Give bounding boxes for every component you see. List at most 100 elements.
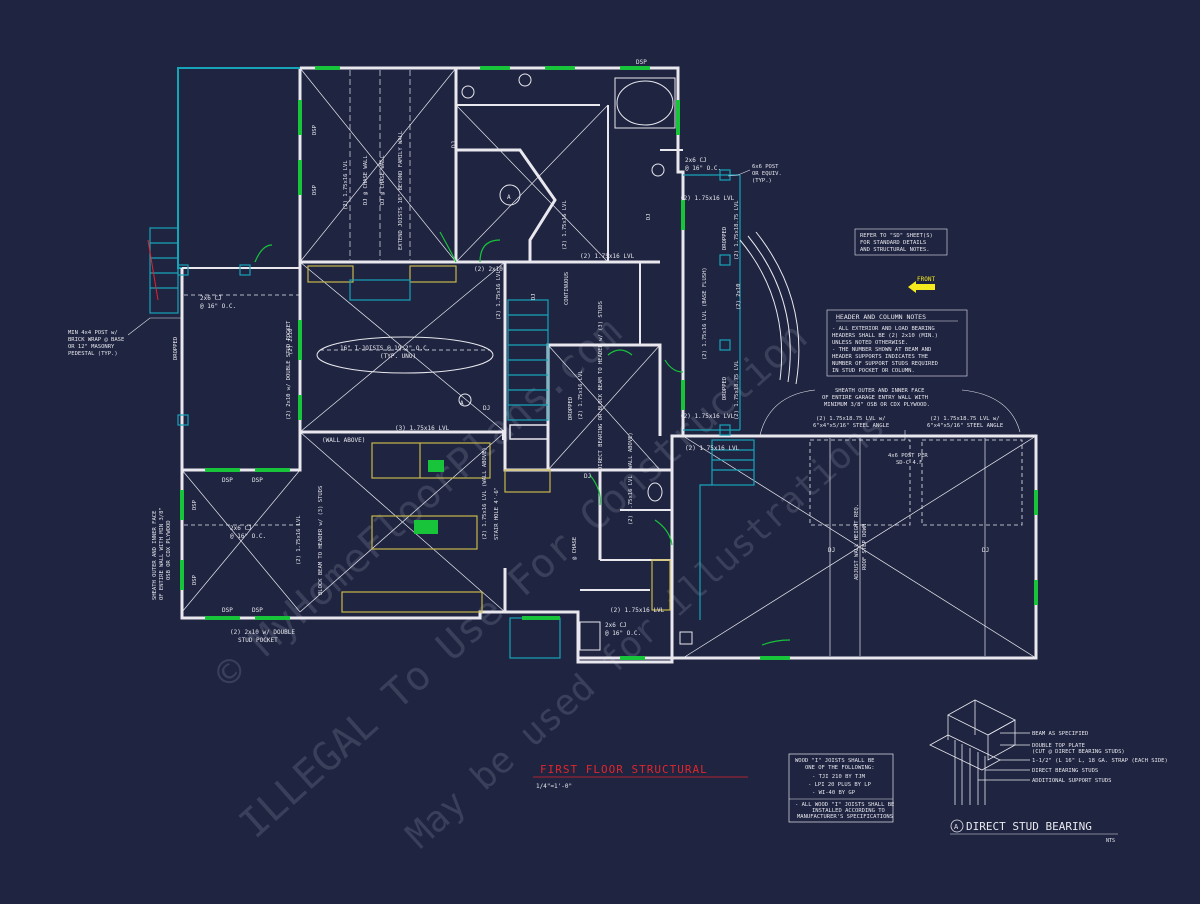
wall-above-powder: (2) 1.75x16 LVL (WALL ABOVE) (628, 432, 634, 525)
lvl-office: (2) 1.75x16 LVL (296, 515, 302, 565)
lvl1875-entry-2: (2) 1.75x18.75 LVL (734, 360, 740, 420)
post-note-left: MIN 4x4 POST w/ BRICK WRAP @ BASE OR 12"… (68, 330, 124, 357)
header-note-7: IN STUD POCKET OR COLUMN. (832, 368, 915, 374)
dsp-label-1: DSP (222, 477, 233, 484)
post-6x6-note: 6x6 POST OR EQUIV. (TYP.) (752, 164, 782, 184)
header-note-2: HEADERS SHALL BE (2) 2x10 (MIN.) (832, 333, 938, 339)
post-6x6-3: (TYP.) (752, 178, 772, 184)
dj-chase-2: DJ @ CHASE WALL (380, 155, 386, 205)
block-beam-left: BLOCK BEAM TO HEADER w/ (3) STUDS (318, 486, 324, 595)
min-post-4: PEDESTAL (TYP.) (68, 351, 118, 357)
door-swings (254, 231, 791, 646)
dsp-label-2: DSP (252, 477, 263, 484)
dsp-dining-2: DSP (312, 184, 318, 195)
detail-scale: NTS (1106, 838, 1115, 844)
lvl3-label: (3) 1.75x16 LVL (395, 425, 450, 432)
sheath-garage-2: OF ENTIRE GARAGE ENTRY WALL WITH (822, 395, 928, 401)
adjust-wall-2: ROOF STEP DOWN (862, 524, 868, 570)
double-stud-pocket: (2) 2x10 w/ DOUBLE STUD POCKET (286, 320, 292, 420)
lvl-2x10-entry: (2) 2x10 (736, 284, 742, 311)
lvl-2x10-label: (2) 2x10 (474, 266, 503, 273)
header-column-notes: HEADER AND COLUMN NOTES - ALL EXTERIOR A… (826, 309, 968, 377)
detail-marker: A (954, 823, 959, 831)
garage-overhead-doors (809, 439, 1023, 526)
header-note-4: - THE NUMBER SHOWN AT BEAM AND (832, 347, 931, 353)
dsp-left-1: DSP (192, 499, 198, 510)
lvl-bath: (2) 1.75x16 LVL (562, 200, 568, 250)
stud-pocket-bottom: STUD POCKET (238, 637, 278, 644)
wall-above-label: (WALL ABOVE) (322, 437, 365, 444)
drawing-title-block: FIRST FLOOR STRUCTURAL 1/4"=1'-0" (533, 763, 748, 790)
extend-joists: EXTEND JOISTS 18" BEYOND FAMILY WALL (398, 130, 404, 250)
dj-garage-2: DJ (982, 547, 989, 554)
min-post-2: BRICK WRAP @ BASE (68, 337, 124, 343)
cooktop (414, 460, 444, 534)
refer-sd-2: FOR STANDARD DETAILS (860, 240, 926, 246)
lvl-label-entry: (2) 1.75x16 LVL (680, 195, 735, 202)
steel-left-2: 6"x4"x5/16" STEEL ANGLE (813, 423, 889, 429)
detail-title: DIRECT STUD BEARING (966, 820, 1092, 833)
wood-footer-1: - ALL WOOD "I" JOISTS SHALL BE (795, 802, 894, 808)
stair-hole-label: STAIR HOLE 4'-6" (494, 487, 500, 540)
double-stud-bottom: (2) 2x10 w/ DOUBLE (230, 629, 295, 636)
wood-joist-notes: WOOD "I" JOISTS SHALL BE ONE OF THE FOLL… (788, 753, 894, 823)
dj-garage-1: DJ (828, 547, 835, 554)
drawing-title: FIRST FLOOR STRUCTURAL (540, 763, 708, 776)
detail-callout-2: DOUBLE TOP PLATE (1032, 743, 1085, 749)
wood-title-1: WOOD "I" JOISTS SHALL BE (795, 758, 874, 764)
lvl-label-garage: (2) 1.75x16 LVL (685, 445, 740, 452)
i-joists-label: 16" I-JOISTS @ 19.2" O.C. (340, 345, 430, 352)
lvl-label-entry-2: (2) 1.75x16 LVL (680, 413, 735, 420)
header-note-6: NUMBER OF SUPPORT STUDS REQUIRED (832, 361, 938, 367)
oc-label-entry: @ 16" O.C. (685, 165, 721, 172)
detail-marker-circle (950, 819, 964, 833)
dropped-entry-2: DROPPED (722, 377, 728, 400)
dropped-left: DROPPED (173, 337, 179, 360)
span-lines (181, 67, 1037, 659)
wood-item-1: - TJI 210 BY TJM (812, 774, 866, 780)
garage-sheath-note: SHEATH OUTER AND INNER FACE OF ENTIRE GA… (813, 388, 1003, 466)
oc-label-porch: @ 16" O.C. (200, 303, 236, 310)
front-label: FRONT (917, 276, 935, 283)
refer-sd-note: REFER TO "SD" SHEET(S) FOR STANDARD DETA… (860, 233, 933, 253)
dj-family: DJ (483, 405, 490, 412)
wood-item-3: - WI-40 BY GP (812, 790, 856, 796)
chase-label: @ CHASE (572, 537, 578, 560)
wood-footer-3: MANUFACTURER'S SPECIFICATIONS (797, 814, 893, 820)
dropped-center: DROPPED (568, 397, 574, 420)
typ-uno-label: (TYP. UNO) (380, 353, 416, 360)
header-note-1: - ALL EXTERIOR AND LOAD BEARING (832, 326, 935, 332)
post-6x6-2: OR EQUIV. (752, 171, 782, 177)
kitchen-cabinets (307, 265, 671, 613)
sheath-left-1: SHEATH OUTER AND INNER FACE (152, 511, 158, 600)
detail-callout-6: ADDITIONAL SUPPORT STUDS (1032, 778, 1111, 784)
header-note-3: UNLESS NOTED OTHERWISE. (832, 340, 908, 346)
sheath-left-3: OSB OR CDX PLYWOOD (166, 520, 172, 580)
marker-a-plan: A (460, 400, 464, 407)
stairs (149, 227, 755, 659)
dsp-left-2: DSP (192, 574, 198, 585)
wall-above-vertical: (2) 1.75x16 LVL (WALL ABOVE) (482, 447, 488, 540)
dsp-dining-1: DSP (312, 124, 318, 135)
detail-callout-4: 1-1/2" (L 16" L, 18 GA. STRAP (EACH SIDE… (1032, 758, 1168, 764)
drawing-scale: 1/4"=1'-0" (536, 783, 572, 790)
cj-label-pantry: 2x6 CJ (605, 622, 627, 629)
direct-stud-bearing-detail: BEAM AS SPECIFIED DOUBLE TOP PLATE (CUT … (929, 699, 1168, 844)
adjust-wall-1: ADJUST WALL HEIGHT REQ. (854, 504, 860, 580)
wood-item-2: - LPI 20 PLUS BY LP (808, 782, 872, 788)
header-notes-title: HEADER AND COLUMN NOTES (836, 313, 926, 321)
post-sd-2: SD-C 4.F (896, 460, 923, 466)
refer-sd-3: AND STRUCTURAL NOTES. (860, 247, 930, 253)
dsp-label-4: DSP (252, 607, 263, 614)
dj-stair: DJ (531, 293, 537, 300)
dj-bath: DJ (451, 141, 458, 148)
dsp-label-top: DSP (636, 59, 647, 66)
dsp-label-3: DSP (222, 607, 233, 614)
post-6x6-1: 6x6 POST (752, 164, 779, 170)
porch-columns (177, 169, 741, 436)
lvl-center: (2) 1.75x16 LVL (578, 370, 584, 420)
oc-label-office: @ 16" O.C. (230, 533, 266, 540)
